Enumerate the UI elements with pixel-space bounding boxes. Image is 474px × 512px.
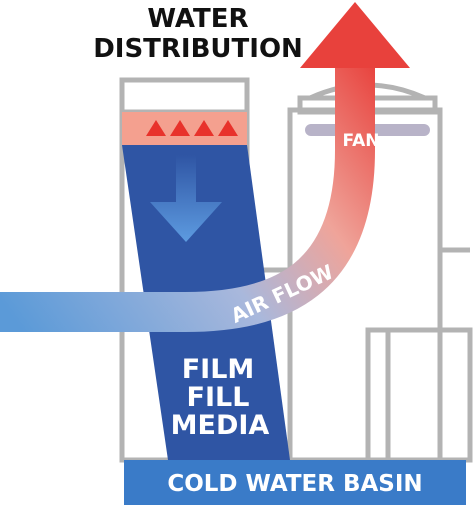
air-flow-arrow-head-icon (300, 2, 410, 68)
cold-water-basin (124, 460, 466, 505)
media-label-line-3: MEDIA (171, 410, 270, 441)
title-line-1: WATER (147, 4, 248, 34)
title-line-2: DISTRIBUTION (93, 34, 303, 64)
basin-label: COLD WATER BASIN (167, 471, 422, 497)
air-flow-path (0, 68, 375, 332)
spray-triangles (146, 120, 238, 136)
water-down-arrow-icon (150, 155, 222, 242)
spray-triangle-icon (170, 120, 190, 136)
spray-triangle-icon (218, 120, 238, 136)
media-label-line-2: FILL (187, 382, 250, 413)
media-label-line-1: FILM (182, 354, 255, 385)
fan-label: FAN (342, 131, 379, 151)
spray-triangle-icon (194, 120, 214, 136)
spray-triangle-icon (146, 120, 166, 136)
right-lower-panel (365, 327, 473, 463)
